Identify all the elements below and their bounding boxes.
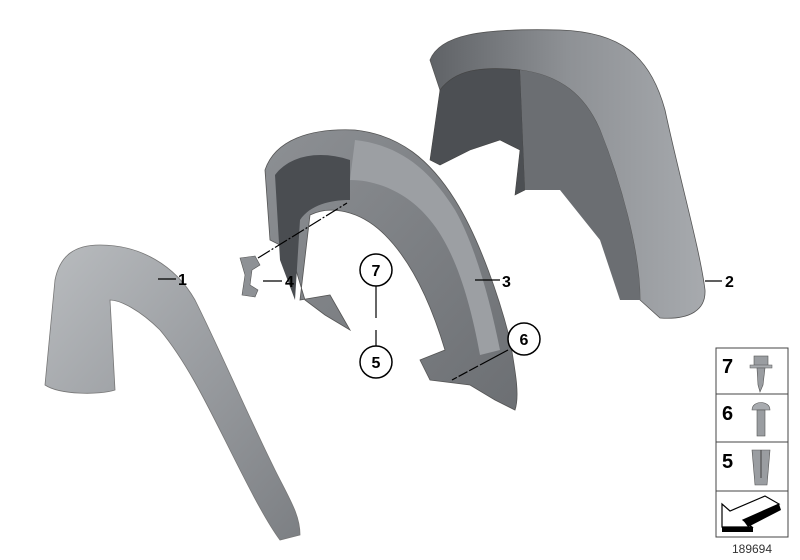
assembly-line-4 [257, 202, 348, 259]
callout-7: 7 [372, 263, 381, 280]
callout-5: 5 [372, 355, 381, 372]
hex-screw-icon [749, 355, 773, 393]
leader-line-6 [479, 349, 509, 366]
direction-arrow-icon [721, 495, 781, 532]
callout-2: 2 [725, 274, 734, 291]
torx-screw-icon [751, 402, 771, 437]
fastener-legend-box: 7 6 5 [715, 347, 789, 538]
document-number: 189694 [732, 542, 772, 556]
part-1-outer-cover [44, 244, 301, 541]
part-2-outer-cover [429, 29, 706, 319]
legend-number-6: 6 [722, 403, 733, 425]
callout-4: 4 [285, 274, 294, 291]
assembly-line-6 [451, 365, 479, 381]
callout-1: 1 [178, 272, 187, 289]
callout-circle-7 [359, 253, 393, 287]
legend-number-7: 7 [722, 356, 733, 378]
callout-3: 3 [502, 274, 511, 291]
callout-circle-6 [507, 322, 541, 356]
clip-nut-icon [751, 449, 771, 486]
callout-circle-5 [359, 345, 393, 379]
part-4-clip [239, 255, 261, 298]
callout-6: 6 [520, 332, 529, 349]
legend-number-5: 5 [722, 451, 733, 473]
part-3-inner-frame [264, 129, 518, 411]
